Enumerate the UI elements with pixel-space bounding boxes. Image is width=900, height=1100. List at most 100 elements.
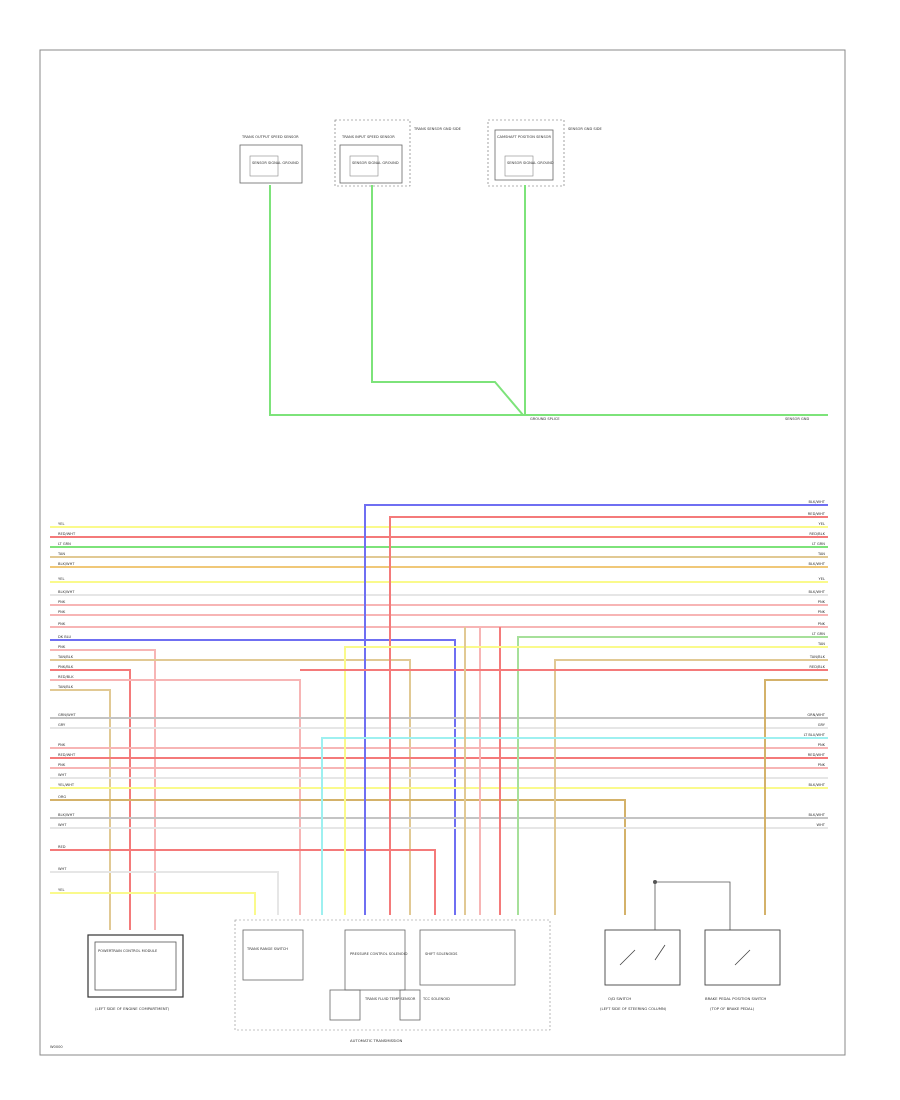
right-wire-label-10: PNK — [818, 610, 826, 614]
sensor-ground-label: SENSOR GND — [785, 417, 809, 421]
tcc-solenoid-label: TCC SOLENOID — [422, 997, 450, 1001]
left-wire-label-0: YEL — [58, 522, 64, 526]
left-wire-label-27: WHT — [58, 867, 67, 871]
left-wire-label-7: PNK — [58, 600, 66, 604]
drop-wire-6 — [554, 659, 828, 915]
diagram-frame — [39, 49, 846, 1056]
left-wire-label-5: YEL — [58, 577, 64, 581]
drop-wire-9 — [321, 737, 828, 915]
brake-switch-label: BRAKE PEDAL POSITION SWITCH — [705, 996, 767, 1001]
page-ref: W0000 — [50, 1045, 63, 1049]
harness-wire-23 — [50, 799, 626, 915]
right-wire-label-23: BLK/WHT — [809, 813, 826, 817]
harness-wire-10 — [50, 639, 456, 915]
right-wire-label-13: TAN — [817, 642, 825, 646]
top-box-3-inner: SENSOR SIGNAL GROUND — [507, 161, 554, 165]
pcm-box: POWERTRAIN CONTROL MODULE (LEFT SIDE OF … — [87, 934, 184, 1011]
right-wire-label-21: PNK — [818, 763, 826, 767]
harness-wire-26 — [50, 849, 436, 915]
left-wire-label-28: YEL — [58, 888, 64, 892]
trans-range-switch-label: TRANS RANGE SWITCH — [246, 947, 288, 951]
drop-wire-0 — [364, 504, 828, 915]
sensor-ground-wires — [269, 185, 828, 416]
drop-wire-1 — [389, 516, 828, 915]
left-wire-label-10: DK BLU — [58, 635, 72, 639]
left-wire-label-8: PNK — [58, 610, 66, 614]
ground-wire-2 — [371, 185, 524, 416]
top-box-2-title: TRANS INPUT SPEED SENSOR — [341, 135, 395, 139]
left-wire-label-22: YEL/WHT — [58, 783, 75, 787]
left-wire-label-11: PNK — [58, 645, 66, 649]
right-wire-label-22: BLK/WHT — [809, 783, 826, 787]
right-wire-label-16: GRN/WHT — [807, 713, 825, 717]
top-box-2-side: TRANS SENSOR GND SIDE — [413, 127, 462, 131]
left-wire-label-25: WHT — [58, 823, 67, 827]
right-wire-label-12: LT GRN — [812, 632, 825, 636]
left-wire-label-26: RED — [58, 845, 66, 849]
brake-switch-box: BRAKE PEDAL POSITION SWITCH (TOP OF BRAK… — [704, 929, 781, 1011]
od-switch-box: O/D SWITCH (LEFT SIDE OF STEERING COLUMN… — [600, 880, 731, 1011]
left-wire-label-23: ORG — [58, 795, 66, 799]
harness-wire-11 — [50, 649, 156, 930]
od-switch-label: O/D SWITCH — [608, 996, 631, 1001]
left-wire-labels: YEL RED/WHT LT GRN TAN BLK/WHT YEL BLK/WHT PNK P… — [57, 522, 76, 892]
left-wire-label-16: GRN/WHT — [58, 713, 76, 717]
left-wire-label-1: RED/WHT — [58, 532, 76, 536]
right-wire-label-6: BLK/WHT — [809, 562, 826, 566]
right-wire-label-18: LT BLU/WHT — [804, 733, 826, 737]
pressure-solenoid-label: PRESSURE CONTROL SOLENOID — [350, 952, 408, 956]
right-wire-label-20: RED/WHT — [808, 753, 826, 757]
right-wire-label-11: PNK — [818, 622, 826, 626]
automatic-transmission-label: AUTOMATIC TRANSMISSION — [350, 1038, 403, 1043]
pcm-box-caption: (LEFT SIDE OF ENGINE COMPARTMENT) — [95, 1006, 170, 1011]
left-wire-label-3: TAN — [57, 552, 65, 556]
pcm-box-title: POWERTRAIN CONTROL MODULE — [98, 949, 158, 953]
harness-wire-14 — [50, 679, 301, 915]
harness-wire-12 — [50, 659, 411, 915]
left-wire-label-20: PNK — [58, 763, 66, 767]
od-switch-caption: (LEFT SIDE OF STEERING COLUMN) — [600, 1006, 667, 1011]
ground-splice-label: GROUND SPLICE — [530, 417, 560, 421]
left-wire-label-17: GRY — [58, 723, 66, 727]
left-wire-label-2: LT GRN — [58, 542, 71, 546]
top-box-2-inner: SENSOR SIGNAL GROUND — [352, 161, 399, 165]
left-wire-label-24: BLK/WHT — [58, 813, 75, 817]
right-wire-label-19: PNK — [818, 743, 826, 747]
tft-sensor-label: TRANS FLUID TEMP SENSOR — [364, 997, 416, 1001]
brake-switch-caption: (TOP OF BRAKE PEDAL) — [710, 1006, 755, 1011]
left-wire-label-18: PNK — [58, 743, 66, 747]
right-wire-label-24: WHT — [817, 823, 826, 827]
left-wire-label-4: BLK/WHT — [58, 562, 75, 566]
ground-wire-1 — [269, 185, 828, 416]
top-sensor-box-1: TRANS OUTPUT SPEED SENSOR SENSOR SIGNAL … — [239, 135, 303, 184]
left-wire-label-6: BLK/WHT — [58, 590, 75, 594]
harness-wire-13 — [50, 669, 131, 930]
right-wire-label-3: RED/BLK — [809, 532, 825, 536]
harness-wire-27 — [50, 871, 279, 915]
shift-solenoids-label: SHIFT SOLENOIDS — [425, 952, 458, 956]
harness-wire-28 — [50, 892, 256, 915]
right-wire-label-4: LT GRN — [812, 542, 825, 546]
left-wire-label-14: RED/BLK — [58, 675, 74, 679]
right-wire-label-2: YEL — [819, 522, 825, 526]
right-wire-label-15: RED/BLK — [809, 665, 825, 669]
right-wire-label-17: GRY — [818, 723, 826, 727]
drop-wire-5 — [344, 646, 828, 915]
top-box-3-title: CAMSHAFT POSITION SENSOR — [497, 135, 551, 139]
top-sensor-box-2: TRANS INPUT SPEED SENSOR TRANS SENSOR GN… — [334, 119, 462, 187]
top-box-1-inner: SENSOR SIGNAL GROUND — [252, 161, 299, 165]
right-wire-label-9: PNK — [818, 600, 826, 604]
drop-wire-8 — [764, 679, 828, 915]
left-wire-label-15: TAN/BLK — [57, 685, 74, 689]
left-wire-label-21: WHT — [58, 773, 67, 777]
top-box-1-title: TRANS OUTPUT SPEED SENSOR — [241, 135, 299, 139]
top-box-3-side: SENSOR GND SIDE — [568, 127, 602, 131]
right-wire-label-0: BLK/WHT — [809, 500, 826, 504]
top-sensor-box-3: CAMSHAFT POSITION SENSOR SENSOR GND SIDE… — [487, 119, 602, 187]
left-wire-label-12: TAN/BLK — [57, 655, 74, 659]
left-wire-label-13: PNK/BLK — [58, 665, 74, 669]
transmission-box: TRANS RANGE SWITCH PRESSURE CONTROL SOLE… — [234, 919, 551, 1043]
wire-harness — [50, 504, 828, 930]
left-wire-label-19: RED/WHT — [58, 753, 76, 757]
